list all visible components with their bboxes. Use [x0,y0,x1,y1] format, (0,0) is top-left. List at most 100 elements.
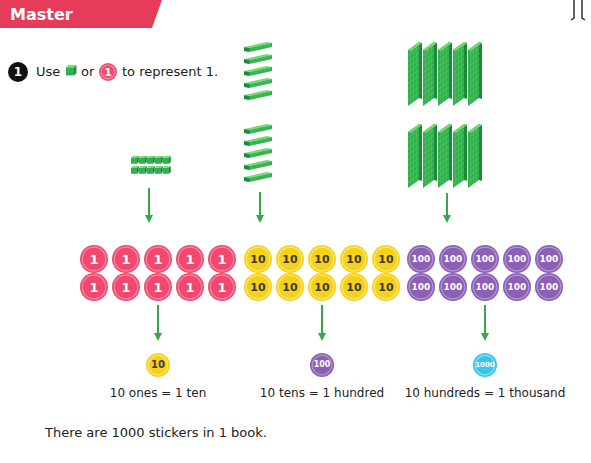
counter-value: 100 [439,245,467,273]
tens-counter: 10 [308,245,336,273]
counter-disc [439,273,467,301]
ones-counter: 1 [144,245,172,273]
rod-segment [260,58,261,62]
rod-side [249,43,272,52]
counter-disc [308,245,336,273]
hundred-flat [453,42,467,106]
rod-segment [258,128,259,132]
counter-value: 10 [276,245,304,273]
counter-value: 100 [439,273,467,301]
rod-segment [258,58,259,62]
rod-segment [258,82,259,86]
counter-disc [80,245,108,273]
unit-cube [139,156,147,164]
counter-value: 1 [112,273,140,301]
cube-side [169,166,171,174]
rod-segment [267,68,268,72]
ten-rod [244,66,272,76]
person-feet [571,0,585,20]
rod-side [249,173,272,182]
cube-front [131,158,137,164]
rod-segment [255,177,256,181]
counter-value: 1 [144,273,172,301]
ten-rod [244,90,272,100]
rod-segment [265,175,266,179]
flat-grid [425,130,426,186]
rod-segment [253,165,254,169]
flat-top [468,42,482,51]
flat-face [468,42,479,106]
counter-value: 1 [99,63,117,81]
flat-grid [428,128,429,184]
rod-segment [251,96,252,100]
rod-segment [255,141,256,145]
flat-edge [449,124,452,181]
counter-disc [471,245,499,273]
cube-side [161,156,163,164]
banner-fill [0,0,162,28]
flat-grid [446,44,447,100]
rod-segment [260,152,261,156]
counter-disc [176,273,204,301]
flat-grid [458,46,459,102]
unit-cube [163,166,171,174]
rod-end [244,165,249,170]
ten-rod [244,160,272,170]
ones-counter: 1 [99,63,117,81]
arrows [149,188,485,339]
unit-cube [66,65,76,75]
down-arrow [148,188,150,221]
ones-counter: 1 [208,245,236,273]
hundreds-counter: 100 [439,245,467,273]
counter-disc [244,273,272,301]
rod-segment [262,57,263,61]
cube-side [161,166,163,174]
leg [582,0,585,20]
counter-disc [112,245,140,273]
ones-counter: 1 [176,245,204,273]
tens-counter: 10 [244,245,272,273]
counter-value: 10 [308,273,336,301]
flat-face [468,124,479,188]
counter-disc [439,245,467,273]
unit-cube [155,166,163,174]
cube-front [147,158,153,164]
equation-text: 10 tens = 1 hundred [212,385,432,401]
rod-segment [260,82,261,86]
down-arrow [484,305,486,339]
hundred-flat [423,42,437,106]
counter-value: 1 [144,245,172,273]
rod-segment [265,81,266,85]
counter-disc [407,273,435,301]
rod-segment [269,68,270,72]
counter-value: 1 [176,245,204,273]
section-banner: Master [0,0,162,28]
counter-disc [80,273,108,301]
rod-segment [260,128,261,132]
rod-segment [253,71,254,75]
tens-counter: 10 [244,273,272,301]
rod-side [249,91,272,100]
flat-edge [434,42,437,99]
rod-side [249,67,272,76]
rod-side [249,79,272,88]
rod-segment [267,138,268,142]
counter-value: 10 [372,245,400,273]
equation-text: 10 hundreds = 1 thousand [375,385,591,401]
flat-top [453,42,467,51]
rod-end [244,71,249,76]
ten-rod [244,136,272,146]
counter-disc [473,353,497,377]
flat-grid [416,44,417,100]
cube-side [137,156,139,164]
cube-front [139,158,145,164]
flat-grid [473,46,474,102]
rod-segment [253,95,254,99]
counter-disc [503,273,531,301]
rod-segment [269,126,270,130]
rod-segment [262,163,263,167]
flat-grid [443,46,444,102]
ten-rod [244,148,272,158]
tens-counter: 10 [372,245,400,273]
